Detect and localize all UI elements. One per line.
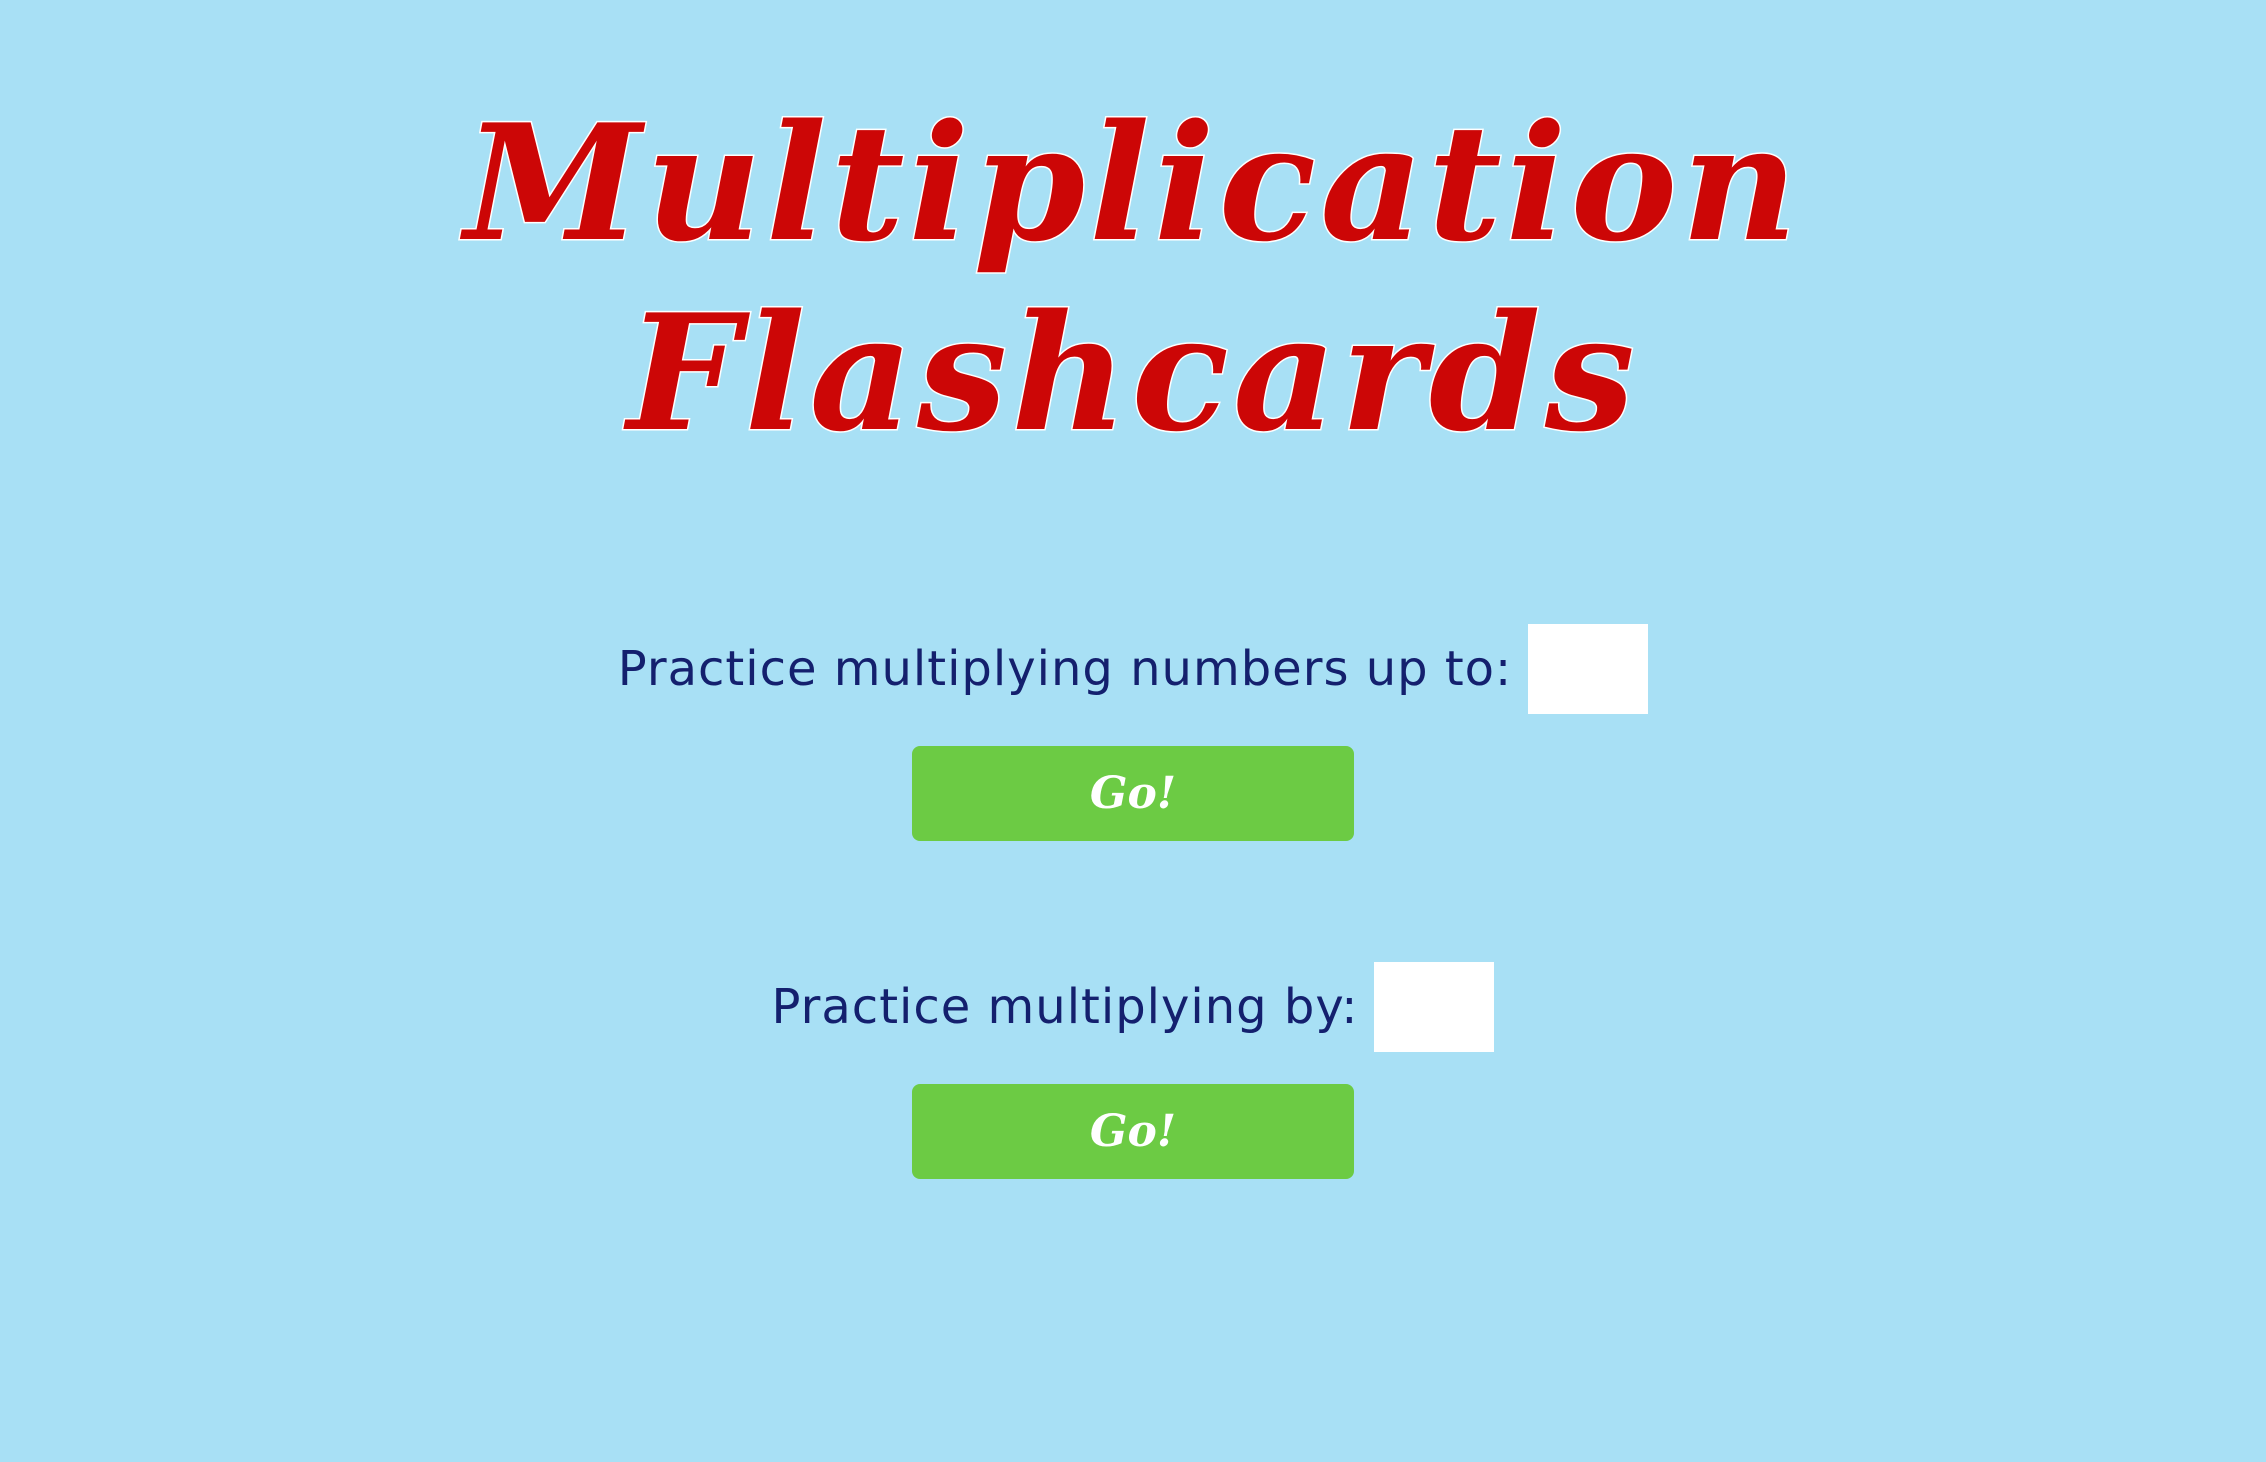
title-line-2: Flashcards	[626, 278, 1639, 469]
by-row: Practice multiplying by:	[0, 962, 2266, 1052]
go-by-button[interactable]: Go!	[912, 1084, 1354, 1179]
title-line-1: Multiplication	[463, 88, 1802, 279]
up-to-row: Practice multiplying numbers up to:	[0, 624, 2266, 714]
by-input[interactable]	[1374, 962, 1495, 1052]
up-to-input[interactable]	[1528, 624, 1649, 714]
page-title: Multiplication Flashcards	[0, 88, 2266, 469]
by-label: Practice multiplying by:	[771, 979, 1359, 1035]
go-up-to-button[interactable]: Go!	[912, 746, 1354, 841]
up-to-label: Practice multiplying numbers up to:	[617, 641, 1513, 697]
